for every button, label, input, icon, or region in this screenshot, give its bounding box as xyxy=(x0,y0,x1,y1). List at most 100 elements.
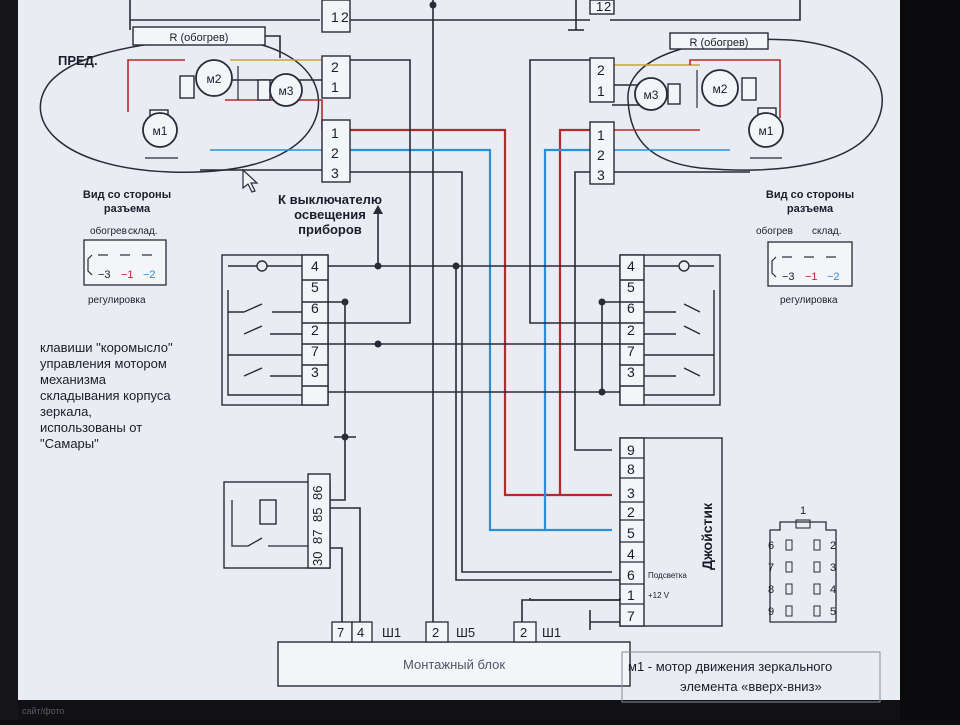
pin-label: 2 xyxy=(597,62,605,78)
right-mirror-connectors: 1 2 2 1 1 2 3 xyxy=(589,0,615,185)
pin-label: 8 xyxy=(768,584,774,596)
note-line: "Самары" xyxy=(40,436,99,451)
pin-label: −3 xyxy=(782,271,795,283)
pin-label: 2 xyxy=(604,0,611,14)
pin-label: −2 xyxy=(143,269,156,281)
pin-label: 1 xyxy=(331,79,339,95)
pin-label: 5 xyxy=(311,279,319,295)
pin-label: 5 xyxy=(627,525,635,541)
pin-label: −3 xyxy=(98,269,111,281)
note-line: зеркала, xyxy=(40,404,92,419)
dark-border-left xyxy=(0,0,18,720)
pin-label: 2 xyxy=(830,540,836,552)
arrow-up-icon xyxy=(373,205,383,214)
pin-heating-label: обогрев xyxy=(756,225,793,237)
motor-label: м1 xyxy=(153,124,168,138)
connector-view-title: Вид со стороны xyxy=(766,189,854,201)
relay-wires xyxy=(330,507,361,622)
heater-resistor-right-label: R (обогрев) xyxy=(690,37,749,49)
plug-top-pin: 1 xyxy=(800,505,806,517)
heater-resistor-right xyxy=(669,32,769,50)
pin-fold-label: склад. xyxy=(128,226,158,237)
pin-label: 2 xyxy=(331,59,339,75)
pin-label: 4 xyxy=(627,546,635,562)
pin-adjust-label: регулировка xyxy=(88,295,146,306)
connector-label: Ш1 xyxy=(542,625,561,640)
right-mirror-wires xyxy=(612,59,781,173)
connector-view-title: Вид со стороны xyxy=(83,189,171,201)
motor-label: м2 xyxy=(713,82,728,96)
mounting-block-label: Монтажный блок xyxy=(403,657,505,672)
joystick-block: 9 8 3 2 5 4 6 1 7 Джойстик Подсветка +12… xyxy=(619,437,723,627)
pin-label: 8 xyxy=(627,461,635,477)
motor-label: м3 xyxy=(279,84,294,98)
to-lighting-switch-note: К выключателю освещения приборов xyxy=(278,192,383,268)
pin-label: 3 xyxy=(627,485,635,501)
pin-label: 4 xyxy=(830,584,836,596)
pin-label: 4 xyxy=(627,258,635,274)
note-line: механизма xyxy=(40,372,107,387)
heater-resistor-left-label: R (обогрев) xyxy=(170,32,229,44)
pin-label: 6 xyxy=(627,300,635,316)
joystick-wires xyxy=(455,266,621,630)
pin-label: 5 xyxy=(830,606,836,618)
pin-label: 7 xyxy=(768,562,774,574)
motor-m2-left: м2 xyxy=(179,59,239,100)
pin-label: 3 xyxy=(597,167,605,183)
pin-label: 1 xyxy=(627,587,635,603)
pin-label: 3 xyxy=(311,364,319,380)
pin-label: 1 xyxy=(597,127,605,143)
dark-border-right xyxy=(900,0,960,720)
connector-label: Ш1 xyxy=(382,625,401,640)
pin-label: 1 xyxy=(596,0,603,14)
pin-label: 2 xyxy=(432,625,439,640)
motor-m2-right: м2 xyxy=(696,69,757,108)
plus12v-label: +12 V xyxy=(648,591,670,600)
pin-label: 3 xyxy=(331,165,339,181)
pin-label: 1 xyxy=(331,9,339,25)
front-label: ПРЕД. xyxy=(58,53,98,68)
rocker-note: клавиши "коромысло" управления мотором м… xyxy=(40,340,173,451)
relay-block: 30 87 85 86 xyxy=(223,473,331,569)
pin-label: 2 xyxy=(627,322,635,338)
pin-label: 6 xyxy=(311,300,319,316)
pin-label: 30 xyxy=(310,552,325,566)
pin-label: 1 xyxy=(597,83,605,99)
left-mirror-connectors: 1 2 2 1 1 2 3 xyxy=(321,0,351,183)
pin-label: 86 xyxy=(310,486,325,500)
note-line: управления мотором xyxy=(40,356,167,371)
corner-caption: сайт/фото xyxy=(22,706,64,716)
rocker-switch-right: 4 5 6 2 7 3 xyxy=(619,254,721,406)
switch-note-line: освещения xyxy=(294,207,366,222)
pin-adjust-label: регулировка xyxy=(780,295,838,306)
pin-label: 7 xyxy=(627,343,635,359)
pin-label: 1 xyxy=(331,125,339,141)
switch-note-line: К выключателю xyxy=(278,192,382,207)
mouse-cursor-icon xyxy=(242,168,259,193)
motor-m3-right: м3 xyxy=(634,77,681,111)
connector-view-title: разъема xyxy=(104,203,151,215)
motor-label: м1 xyxy=(759,124,774,138)
pin-label: −1 xyxy=(121,269,134,281)
legend-note: м1 - мотор движения зеркального элемента… xyxy=(621,651,881,703)
pin-label: 9 xyxy=(768,606,774,618)
dark-border-bottom xyxy=(0,700,900,720)
pin-label: 2 xyxy=(520,625,527,640)
note-line: клавиши "коромысло" xyxy=(40,340,173,355)
top-wires xyxy=(129,0,801,612)
pin-label: 6 xyxy=(627,567,635,583)
legend-line: м1 - мотор движения зеркального xyxy=(628,659,832,674)
pin-label: 7 xyxy=(311,343,319,359)
legend-line: элемента «вверх-вниз» xyxy=(680,679,822,694)
note-line: использованы от xyxy=(40,420,142,435)
pin-label: 2 xyxy=(331,145,339,161)
pin-label: 2 xyxy=(627,504,635,520)
motor-label: м3 xyxy=(644,88,659,102)
pin-label: 5 xyxy=(627,279,635,295)
rocker-switch-left: 4 5 6 2 7 3 xyxy=(221,254,329,406)
pin-label: 4 xyxy=(357,625,364,640)
mounting-block: Монтажный блок 7 4 Ш1 2 Ш5 2 Ш1 xyxy=(277,612,631,687)
junction-dots xyxy=(341,1,606,441)
